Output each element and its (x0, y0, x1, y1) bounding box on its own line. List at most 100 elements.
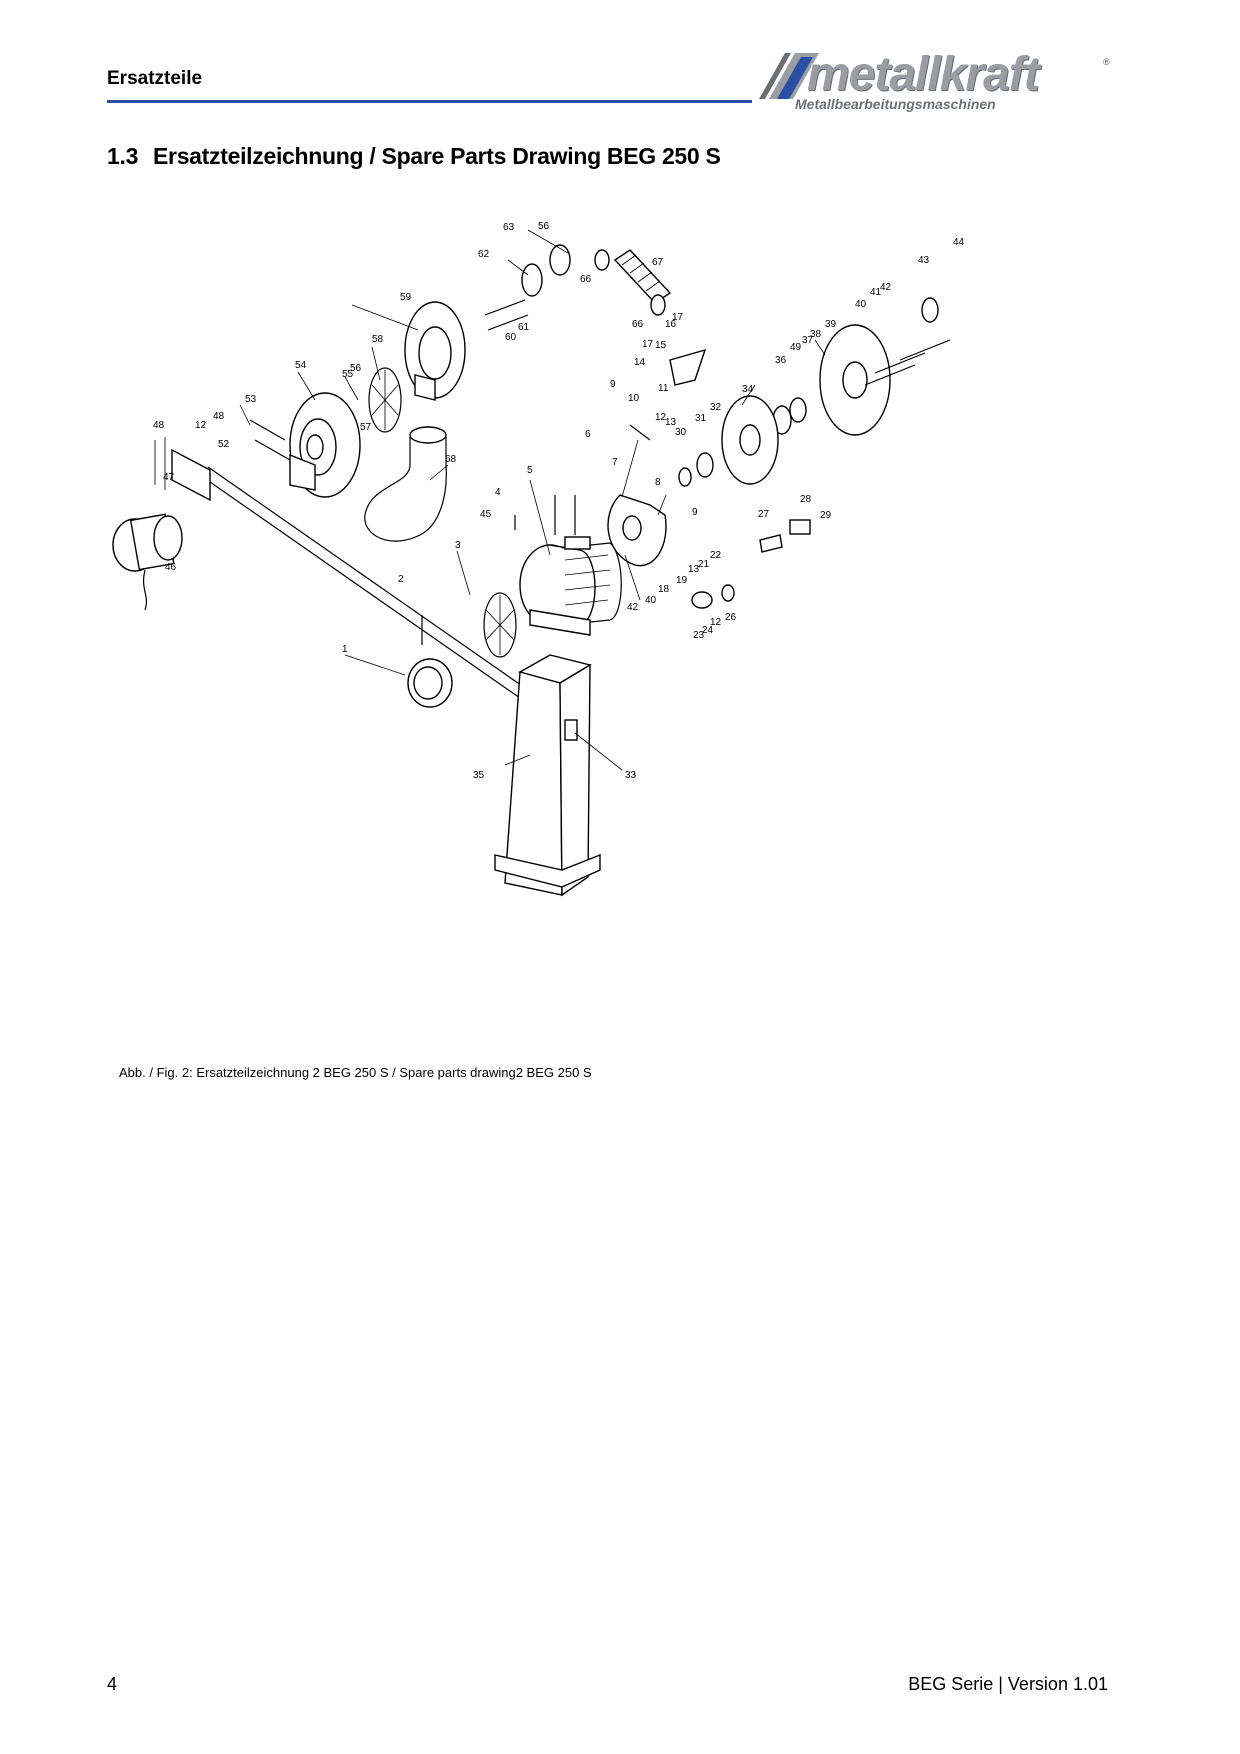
label-27: 27 (758, 509, 770, 520)
label-12b: 12 (195, 420, 207, 431)
label-42b: 42 (627, 602, 639, 613)
part-27-rest (759, 534, 783, 553)
footer-version: BEG Serie | Version 1.01 (908, 1674, 1108, 1694)
part-28-clamp (789, 519, 811, 535)
label-53: 53 (245, 394, 257, 405)
label-21: 21 (698, 559, 710, 570)
part-43-ring (921, 297, 939, 323)
part-3-fan (483, 592, 517, 658)
part-24-holder (691, 591, 713, 609)
logo-registered-mark: ® (1103, 57, 1110, 67)
label-31: 31 (695, 413, 707, 424)
label-24: 24 (702, 625, 714, 636)
label-47: 47 (163, 472, 175, 483)
label-11: 11 (658, 383, 669, 394)
label-62: 62 (478, 249, 490, 260)
part-68-elbow (364, 426, 447, 542)
label-3: 3 (455, 540, 461, 551)
label-4: 4 (495, 487, 501, 498)
label-40b: 40 (645, 595, 657, 606)
label-37: 37 (802, 335, 814, 346)
figure-caption: Abb. / Fig. 2: Ersatzteilzeichnung 2 BEG… (119, 1065, 592, 1080)
part-66-ring (594, 249, 610, 271)
label-60: 60 (505, 332, 517, 343)
part-54-housing (289, 392, 361, 498)
label-56: 56 (350, 363, 362, 374)
part-16-guard (669, 348, 707, 386)
label-54: 54 (295, 360, 307, 371)
label-35: 35 (473, 770, 485, 781)
label-39: 39 (825, 319, 837, 330)
label-13: 13 (665, 417, 677, 428)
part-67-hose (613, 249, 672, 304)
label-68: 68 (445, 454, 457, 465)
part-46-motor (112, 513, 183, 611)
part-62-ring (521, 263, 543, 297)
spare-parts-drawing: 1 2 3 4 5 6 7 8 9 9 10 11 12 12 12 13 13… (112, 215, 965, 897)
label-67: 67 (652, 257, 664, 268)
section-title: Ersatzteilzeichnung / Spare Parts Drawin… (153, 143, 721, 169)
logo-mark-icon (759, 53, 819, 99)
brand-logo: metallkraft ® Metallbearbeitungsmaschine… (755, 45, 1115, 112)
label-10: 10 (628, 393, 640, 404)
part-1-cover (407, 658, 453, 708)
label-6: 6 (585, 429, 591, 440)
label-18: 18 (658, 584, 670, 595)
header-rule (107, 100, 752, 103)
label-46: 46 (165, 562, 177, 573)
page-number: 4 (107, 1674, 118, 1694)
label-48: 48 (153, 420, 165, 431)
part-58-impeller (368, 367, 402, 433)
part-33-switch (564, 719, 578, 741)
label-1: 1 (342, 644, 348, 655)
label-36: 36 (775, 355, 787, 366)
label-43: 43 (918, 255, 930, 266)
part-52-bracket (154, 437, 211, 502)
label-30: 30 (675, 427, 687, 438)
label-15: 15 (655, 340, 667, 351)
label-22: 22 (710, 550, 722, 561)
part-30-washer (678, 467, 692, 487)
label-23: 23 (693, 630, 705, 641)
label-44: 44 (953, 237, 965, 248)
part-35-pedestal (494, 654, 601, 897)
label-33: 33 (625, 770, 637, 781)
part-63-flange (549, 244, 571, 276)
logo-tagline: Metallbearbeitungsmaschinen (795, 96, 996, 112)
label-66b: 66 (632, 319, 644, 330)
label-55: 55 (342, 369, 354, 380)
label-13b: 13 (688, 564, 700, 575)
label-38: 38 (810, 329, 822, 340)
label-8: 8 (655, 477, 661, 488)
label-32: 32 (710, 402, 722, 413)
label-52: 52 (218, 439, 230, 450)
label-42: 42 (880, 282, 892, 293)
part-39-disc (819, 324, 891, 436)
label-26: 26 (725, 612, 737, 623)
label-58: 58 (372, 334, 384, 345)
label-5: 5 (527, 465, 533, 476)
label-12c: 12 (710, 617, 722, 628)
label-65: 65 (535, 215, 547, 218)
part-6-guard (607, 494, 667, 567)
part-labels: 1 2 3 4 5 6 7 8 9 9 10 11 12 12 12 13 13… (153, 215, 965, 781)
label-41: 41 (870, 287, 882, 298)
label-59: 59 (400, 292, 412, 303)
part-59-housing (404, 301, 466, 401)
part-5-motor (519, 536, 622, 636)
part-31-washer (696, 452, 714, 478)
label-61: 61 (518, 322, 530, 333)
label-40: 40 (855, 299, 867, 310)
label-16: 16 (665, 319, 677, 330)
part-26-screw (721, 584, 735, 602)
label-9b: 9 (692, 507, 698, 518)
label-34: 34 (742, 384, 754, 395)
part-34-flange (721, 395, 779, 485)
label-28: 28 (800, 494, 812, 505)
label-63: 63 (503, 222, 515, 233)
part-66-ring-b (650, 294, 666, 316)
label-14: 14 (634, 357, 646, 368)
label-49: 49 (790, 342, 802, 353)
label-57: 57 (360, 422, 372, 433)
